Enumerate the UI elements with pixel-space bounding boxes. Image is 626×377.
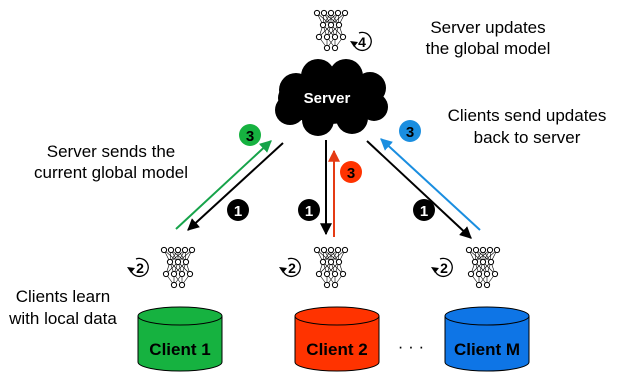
- step-badge-3-green: 3: [239, 124, 261, 146]
- svg-text:3: 3: [406, 124, 414, 141]
- client-1-learn-cycle-icon: 2: [126, 257, 149, 278]
- client-2-model-network-icon: [313, 246, 349, 289]
- clients-ellipsis: · · ·: [398, 337, 424, 356]
- server-label: Server: [304, 90, 351, 107]
- annotation-clients-learn-line2: with local data: [8, 309, 117, 328]
- client-1-database: Client 1: [137, 306, 223, 372]
- svg-text:2: 2: [136, 260, 144, 276]
- arrow-client-m-to-server: [380, 138, 481, 231]
- svg-text:3: 3: [347, 165, 355, 182]
- server-model-network-icon: [313, 9, 349, 52]
- client-2-database: Client 2: [294, 306, 380, 372]
- server-update-cycle-icon: 4: [349, 31, 372, 52]
- client-2-label: Client 2: [306, 340, 367, 359]
- annotation-server-updates-line1: Server updates: [430, 18, 545, 37]
- svg-text:1: 1: [420, 203, 428, 220]
- svg-text:1: 1: [234, 203, 242, 220]
- svg-text:2: 2: [440, 260, 448, 276]
- server-cloud: [275, 59, 388, 136]
- svg-text:1: 1: [305, 203, 313, 220]
- client-m-model-network-icon: [465, 246, 501, 289]
- arrow-client-1-to-server: [175, 140, 272, 230]
- client-1-model-network-icon: [160, 246, 196, 289]
- client-m-learn-cycle-icon: 2: [430, 257, 453, 278]
- client-m-database: Client M: [444, 306, 530, 372]
- annotation-server-sends-line1: Server sends the: [47, 142, 176, 161]
- arrow-server-to-client-1: [187, 142, 284, 231]
- step-badge-3-red: 3: [340, 161, 362, 183]
- step-four-label: 4: [358, 34, 366, 50]
- client-1-label: Client 1: [149, 340, 210, 359]
- step-badge-1-right: 1: [413, 199, 435, 221]
- annotation-clients-send-line1: Clients send updates: [448, 106, 607, 125]
- client-2-learn-cycle-icon: 2: [278, 257, 301, 278]
- svg-text:2: 2: [288, 260, 296, 276]
- step-badge-1-middle: 1: [298, 199, 320, 221]
- step-badge-1-left: 1: [227, 199, 249, 221]
- annotation-clients-send-line2: back to server: [474, 128, 581, 147]
- annotation-clients-learn-line1: Clients learn: [16, 287, 111, 306]
- client-m-label: Client M: [454, 340, 520, 359]
- step-badge-3-blue: 3: [399, 120, 421, 142]
- arrow-server-to-client-m: [366, 140, 472, 239]
- annotation-server-updates-line2: the global model: [426, 39, 551, 58]
- svg-text:3: 3: [246, 128, 254, 145]
- annotation-server-sends-line2: current global model: [34, 163, 188, 182]
